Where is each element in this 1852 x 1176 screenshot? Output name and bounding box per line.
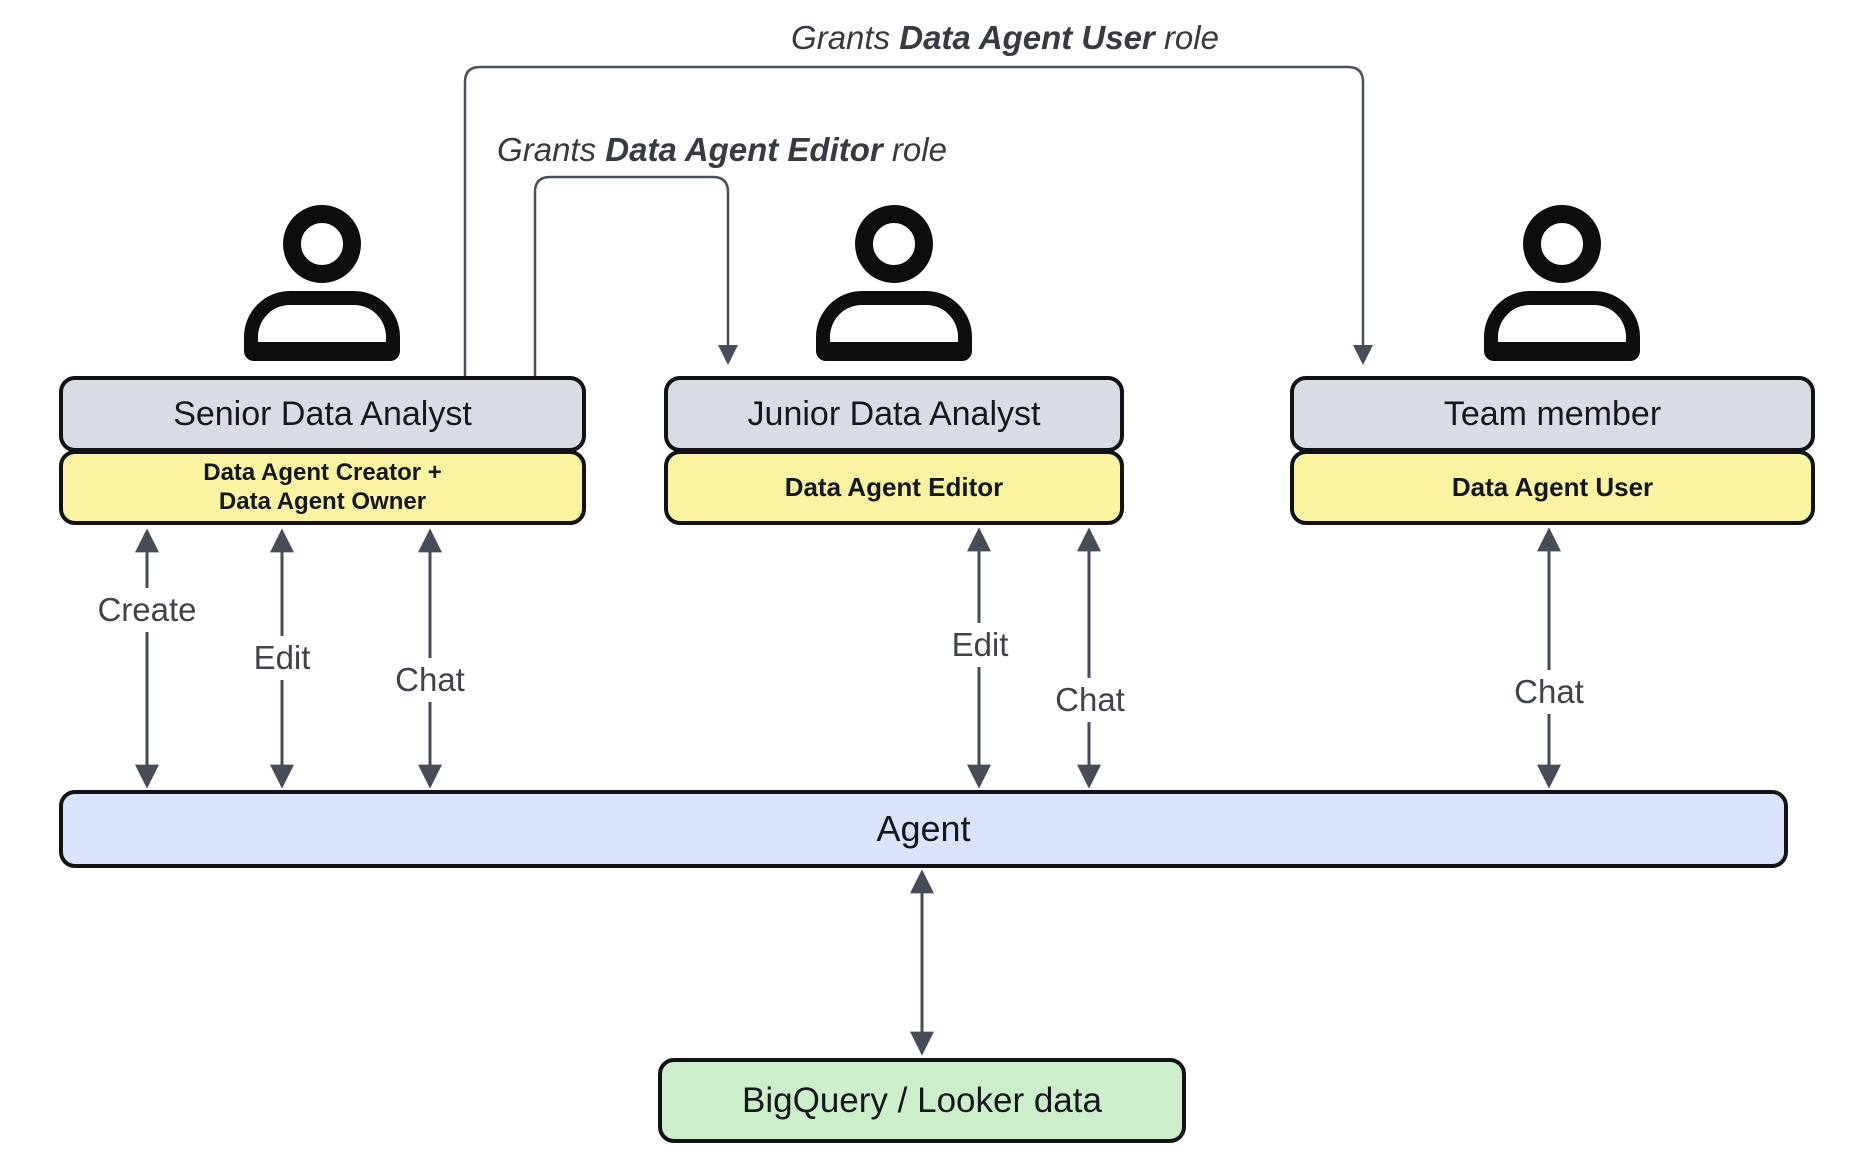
person-head-icon <box>855 205 933 283</box>
actor-name: Senior Data Analyst <box>173 394 472 433</box>
actor-box-team: Team member <box>1290 376 1815 452</box>
role-line: Data Agent User <box>1451 471 1654 502</box>
role-line: Data Agent Owner <box>218 487 427 515</box>
role-line: Data Agent Creator + <box>203 458 442 486</box>
agent-label: Agent <box>876 808 971 850</box>
grant-user-prefix: Grants <box>791 19 891 56</box>
person-head-icon <box>1523 205 1601 283</box>
person-icon-team <box>1484 205 1640 361</box>
datastore-label: BigQuery / Looker data <box>742 1080 1102 1120</box>
person-icon-senior <box>244 205 400 361</box>
person-icon-junior <box>816 205 972 361</box>
role-box-senior: Data Agent Creator + Data Agent Owner <box>59 450 586 525</box>
chat-label-senior: Chat <box>387 658 473 702</box>
role-box-junior: Data Agent Editor <box>664 450 1124 525</box>
datastore-box: BigQuery / Looker data <box>658 1058 1186 1143</box>
grant-user-connector <box>463 65 1373 376</box>
grant-editor-role: Data Agent Editor <box>605 131 883 168</box>
edit-label-senior: Edit <box>245 636 319 680</box>
grant-editor-prefix: Grants <box>497 131 597 168</box>
grant-editor-label: Grants Data Agent Editor role <box>497 131 947 169</box>
role-box-team: Data Agent User <box>1290 450 1815 525</box>
create-label: Create <box>89 588 205 632</box>
grant-user-role: Data Agent User <box>899 19 1155 56</box>
person-head-icon <box>283 205 361 283</box>
role-line: Data Agent Editor <box>784 471 1004 502</box>
chat-label-team: Chat <box>1506 670 1592 714</box>
grant-user-label: Grants Data Agent User role <box>791 19 1219 57</box>
person-shoulders-icon <box>1484 291 1640 361</box>
actor-box-senior: Senior Data Analyst <box>59 376 586 452</box>
grant-editor-connector <box>533 175 738 376</box>
actor-name: Junior Data Analyst <box>747 394 1041 433</box>
agent-bar: Agent <box>59 790 1788 868</box>
person-shoulders-icon <box>816 291 972 361</box>
chat-label-junior: Chat <box>1047 678 1133 722</box>
person-shoulders-icon <box>244 291 400 361</box>
grant-user-suffix: role <box>1163 19 1219 56</box>
edit-label-junior: Edit <box>943 623 1017 667</box>
actor-name: Team member <box>1443 394 1662 433</box>
grant-editor-suffix: role <box>891 131 947 168</box>
actor-box-junior: Junior Data Analyst <box>664 376 1124 452</box>
